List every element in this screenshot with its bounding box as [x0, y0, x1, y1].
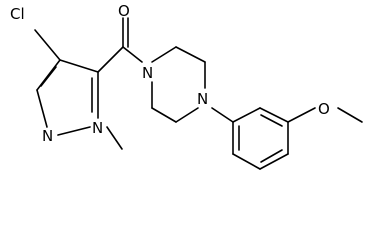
bond-ar-c4-c5 — [259, 153, 289, 170]
bond-n4-aryl — [211, 107, 234, 123]
bond-pip-n4-c5 — [175, 107, 199, 123]
bond-carbonyl-n — [122, 46, 143, 63]
atom-piperazine-n1: N — [142, 64, 153, 82]
bond-o-methyl — [337, 107, 363, 123]
bond-c4-c3-double — [40, 66, 57, 87]
bond-ar-o — [287, 107, 316, 123]
bond-ar-inner-2 — [260, 149, 283, 163]
bond-pip-n1-c2 — [151, 46, 177, 63]
atom-chlorine: Cl — [10, 5, 25, 23]
atom-pyrazole-n1: N — [92, 119, 103, 137]
bond-ar-inner-1 — [260, 114, 283, 127]
atom-ether-oxygen: O — [318, 100, 330, 118]
atom-piperazine-n4: N — [197, 90, 208, 108]
bond-c5-carbonyl — [97, 46, 124, 73]
bond-ar-c1-c2 — [232, 107, 261, 123]
bond-c3-n2 — [36, 89, 48, 128]
bond-ar-c2-c3 — [259, 107, 289, 123]
bond-ar-c5-c6 — [232, 153, 261, 170]
atom-pyrazole-n2: N — [42, 127, 53, 145]
structure-canvas: Cl O N N N N O — [10, 2, 363, 170]
molecule-diagram: Cl O N N N N O — [10, 2, 363, 170]
atom-carbonyl-oxygen: O — [118, 2, 130, 20]
bond-n2-n1 — [57, 126, 91, 136]
bond-n1-methyl — [106, 126, 123, 150]
bond-c4-c5 — [59, 59, 99, 73]
bond-pip-c5-c6 — [151, 107, 177, 123]
bond-c4-cl — [34, 29, 61, 61]
bond-pip-c2-c3 — [175, 46, 206, 63]
